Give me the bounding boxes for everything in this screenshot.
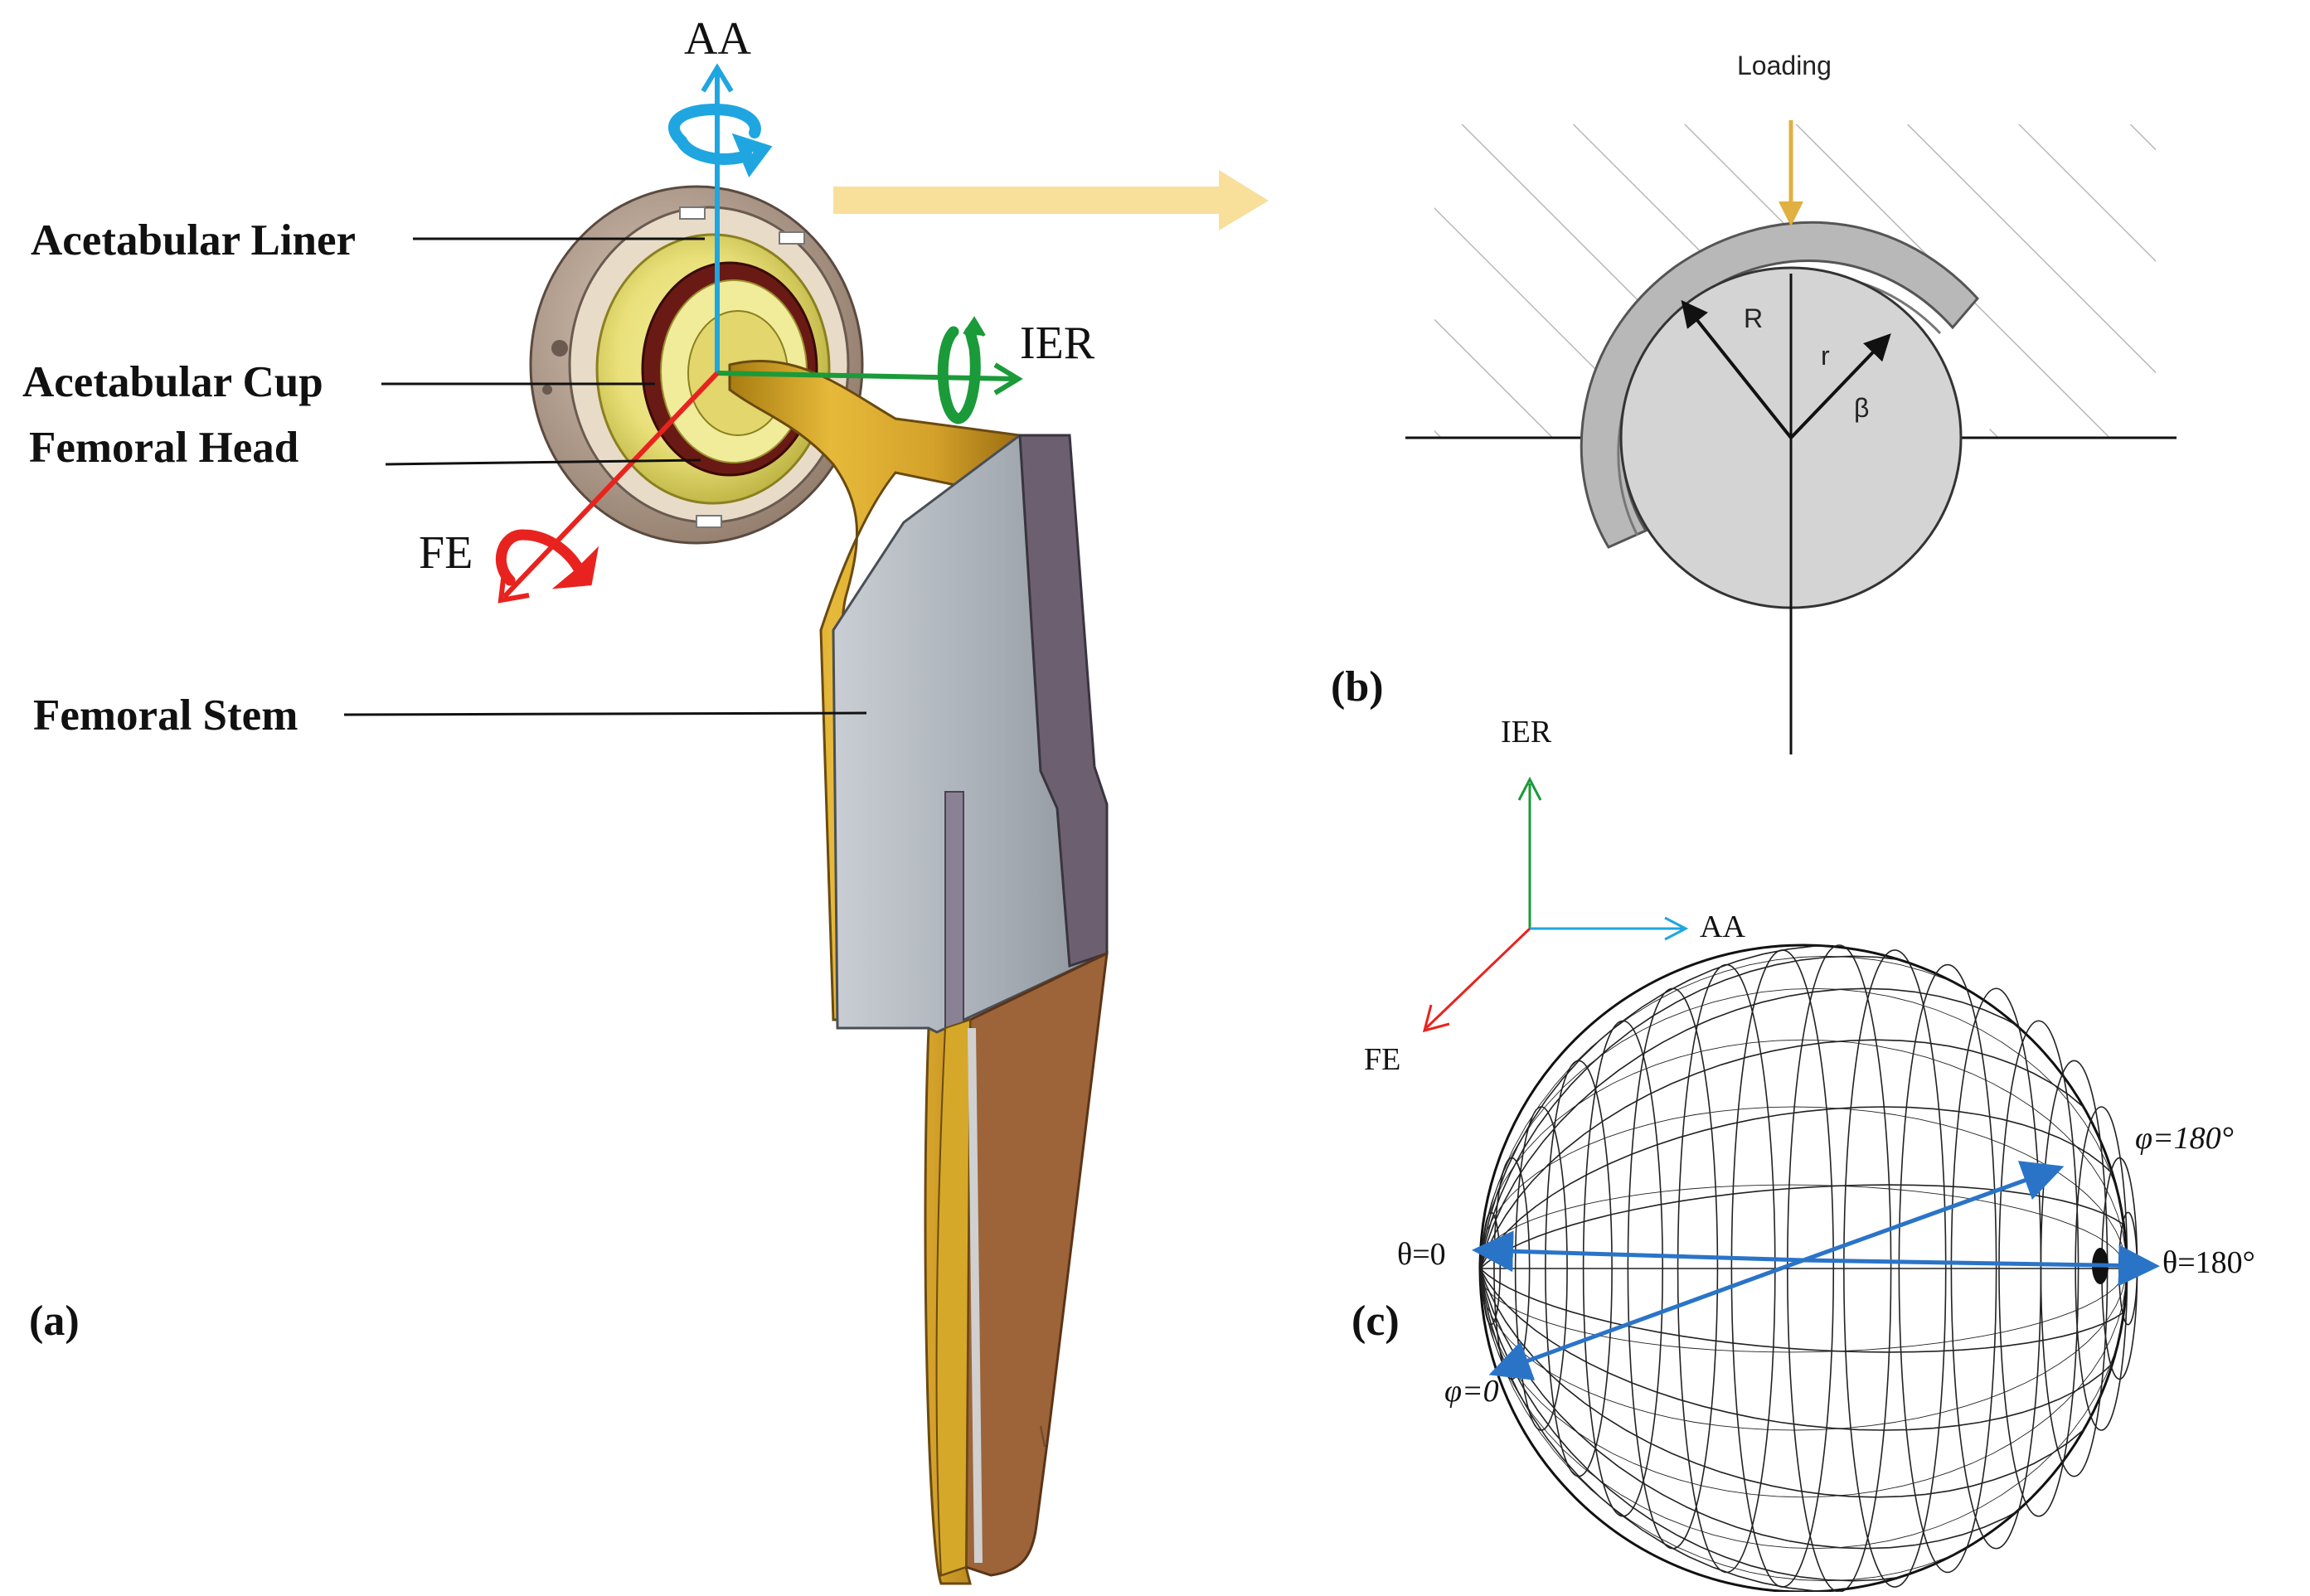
- ier-rotation-icon: [937, 326, 981, 424]
- theta-start-label: θ=0: [1397, 1237, 1446, 1272]
- aa-axis-arrowhead: [701, 63, 734, 93]
- connector-arrow: [833, 170, 1269, 230]
- fe-rotation-icon: [495, 529, 599, 589]
- phi-vector-end: [1803, 1161, 2065, 1263]
- radius-outer-label: R: [1744, 303, 1763, 333]
- part-label-head: Femoral Head: [29, 424, 298, 472]
- radius-inner-arrow: [1789, 333, 1891, 439]
- triad-fe-label: FE: [1364, 1042, 1400, 1077]
- panel-a: AA IER FE Acetabular Liner Acetabular Cu…: [22, 13, 1109, 1585]
- aa-rotation-icon: [668, 103, 773, 177]
- ier-axis-line: [716, 371, 1017, 381]
- angle-label: β: [1854, 393, 1869, 423]
- radius-inner-label: r: [1821, 341, 1830, 371]
- theta-vector-end: [1803, 1244, 2160, 1287]
- phi-end-label: φ=180°: [2135, 1121, 2234, 1156]
- panel-a-label: (a): [29, 1298, 80, 1345]
- femoral-stem-tail: [964, 951, 1109, 1577]
- fe-axis-arrowhead: [497, 571, 530, 604]
- part-label-cup: Acetabular Cup: [22, 358, 323, 406]
- ier-axis-label: IER: [1020, 318, 1095, 369]
- panel-c: IER AA FE θ=0 θ=180° φ=0 φ=180° (c): [1352, 715, 2255, 1594]
- phi-start-label: φ=0: [1444, 1374, 1499, 1409]
- phi-vector-start: [1488, 1258, 1804, 1380]
- panel-c-label: (c): [1352, 1298, 1400, 1345]
- triad-ier-label: IER: [1501, 715, 1552, 749]
- theta-vector-start: [1472, 1230, 1804, 1273]
- radius-outer-arrow: [1681, 299, 1793, 439]
- part-label-stem: Femoral Stem: [33, 691, 298, 740]
- panel-b: Loading R r β (b): [1331, 51, 2177, 754]
- aa-axis-label: AA: [684, 13, 751, 65]
- theta-end-label: θ=180°: [2162, 1245, 2255, 1280]
- part-label-liner: Acetabular Liner: [31, 216, 356, 264]
- loading-label: Loading: [1737, 51, 1832, 80]
- wireframe-sphere: [1478, 944, 2138, 1594]
- triad-aa-label: AA: [1700, 910, 1745, 944]
- panel-b-label: (b): [1331, 663, 1384, 711]
- fe-axis-label: FE: [419, 527, 473, 579]
- ier-axis-arrowhead: [993, 362, 1023, 395]
- triad-fe-line: [1424, 927, 1531, 1030]
- fe-axis-line: [502, 371, 720, 599]
